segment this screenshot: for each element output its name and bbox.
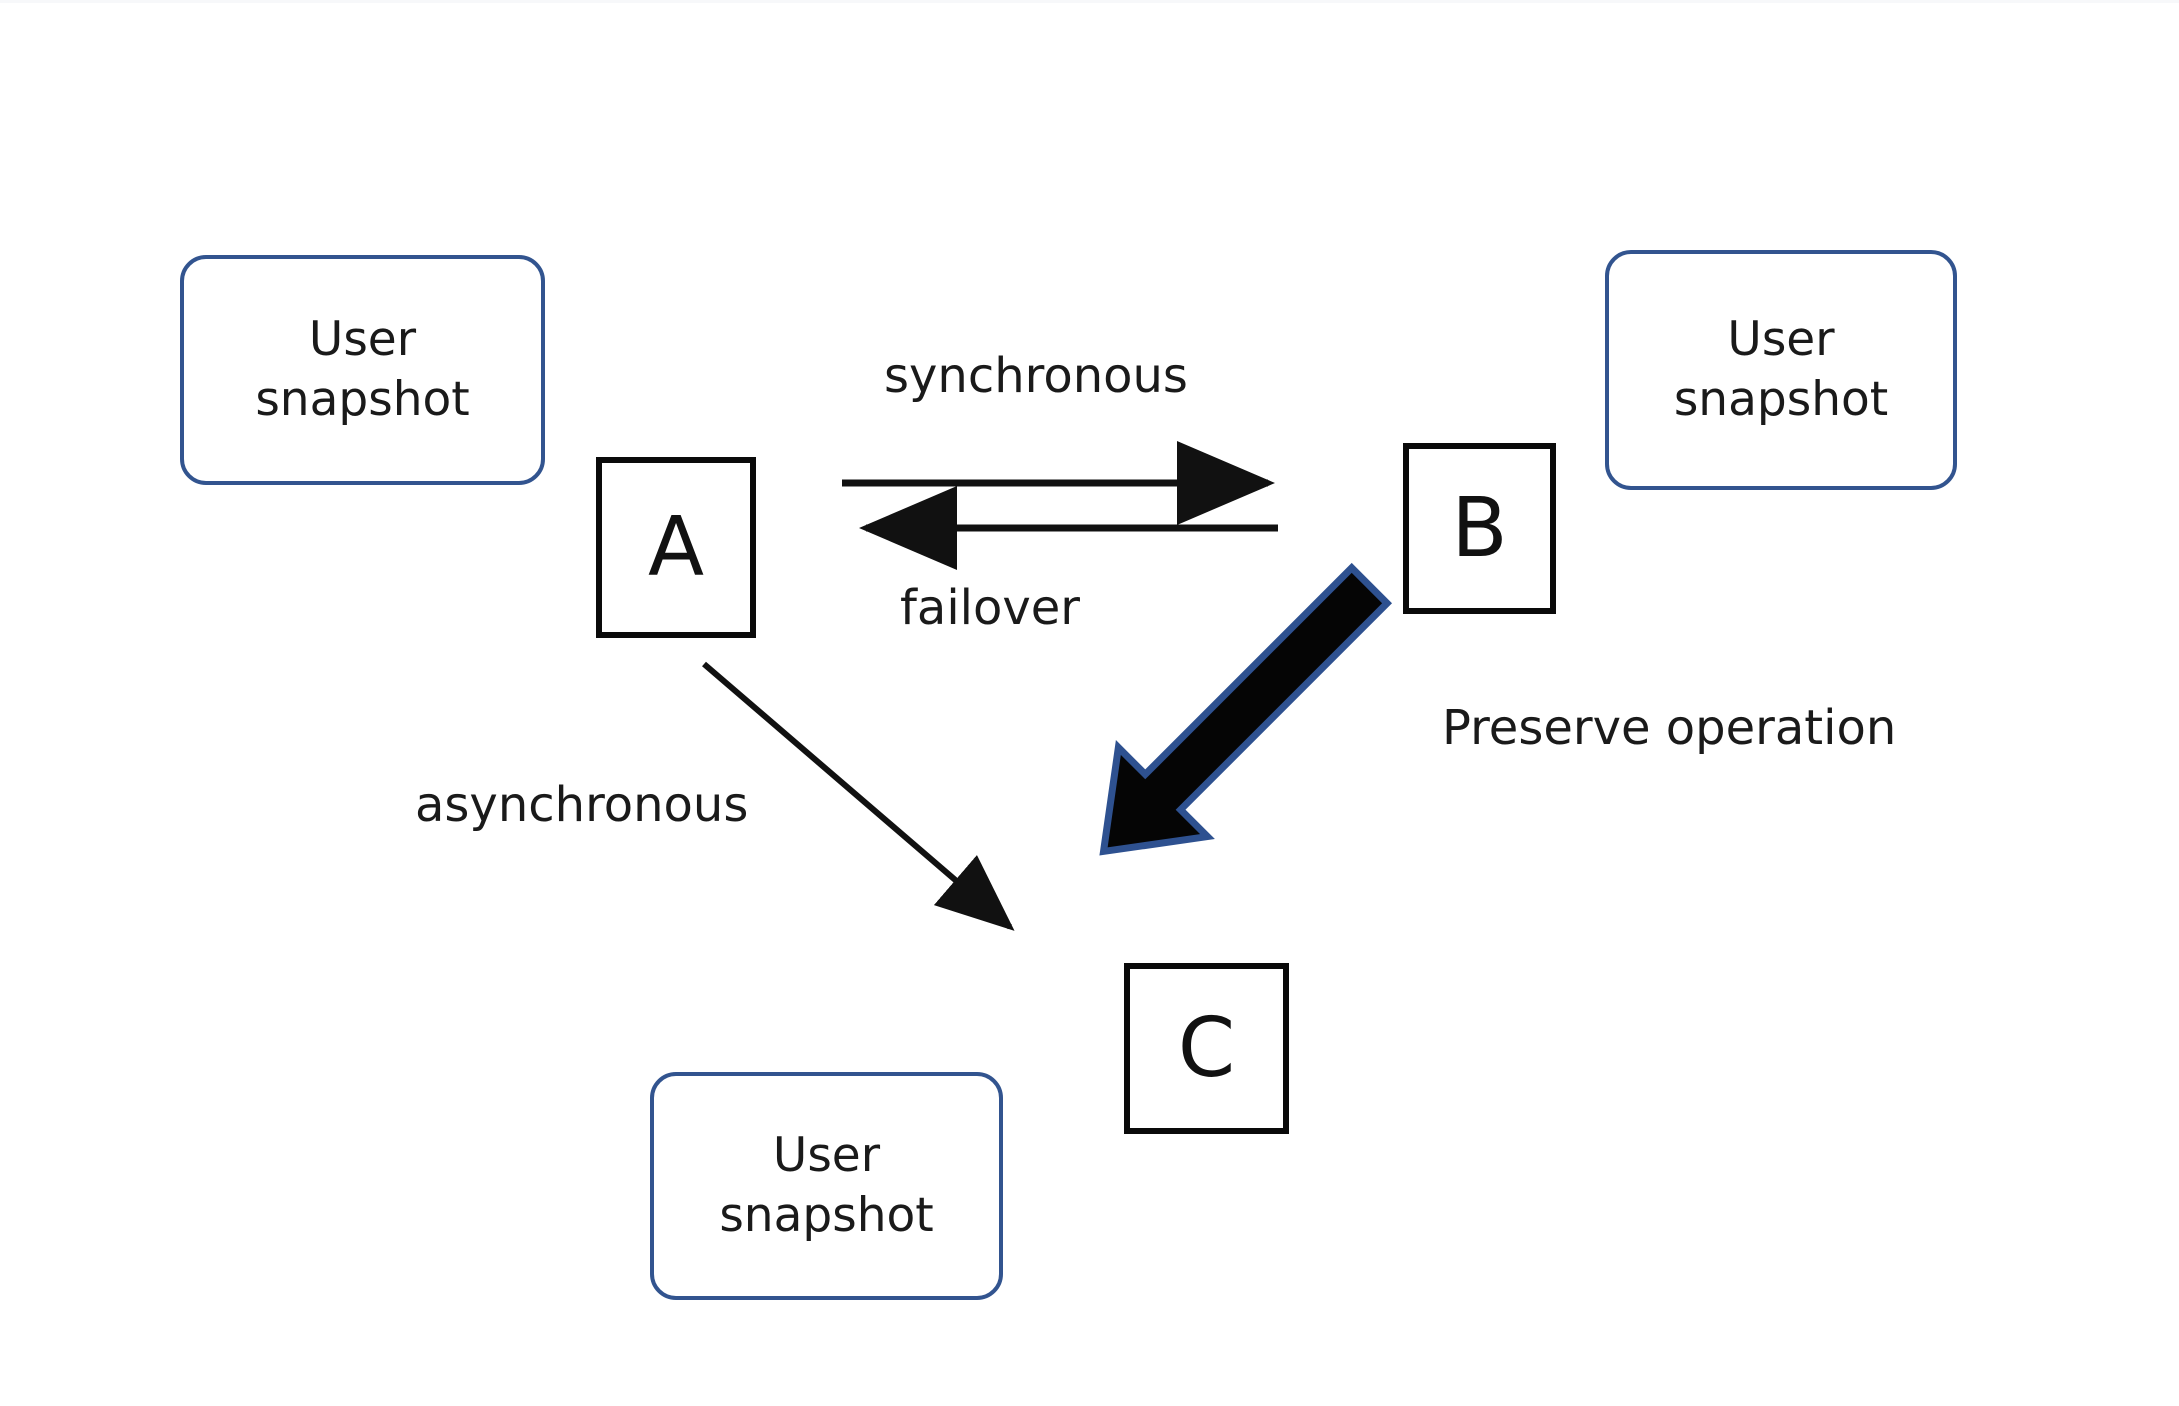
node-c-label: C (1177, 1000, 1236, 1096)
label-preserve-operation: Preserve operation (1442, 700, 1897, 756)
note-b-line2: snapshot (1673, 372, 1889, 427)
node-c: C (1124, 963, 1289, 1134)
node-a: A (596, 457, 756, 638)
top-hairline-divider (0, 0, 2179, 3)
node-b-label: B (1451, 480, 1508, 576)
note-a-line1: User (308, 311, 417, 367)
node-b: B (1403, 443, 1556, 614)
label-synchronous: synchronous (884, 348, 1188, 404)
note-c-line1: User (772, 1127, 881, 1183)
label-failover: failover (900, 580, 1081, 636)
note-user-snapshot-c: User snapshot (650, 1072, 1003, 1300)
node-a-label: A (647, 499, 705, 595)
arrow-asynchronous (702, 661, 1015, 931)
note-b-line1: User (1727, 311, 1835, 367)
arrow-preserve-operation (1099, 562, 1393, 856)
note-a-line2: snapshot (255, 372, 470, 427)
note-user-snapshot-a: User snapshot (180, 255, 545, 485)
note-user-snapshot-b: User snapshot (1605, 250, 1957, 490)
note-c-line2: snapshot (719, 1188, 934, 1243)
label-asynchronous: asynchronous (415, 777, 749, 833)
